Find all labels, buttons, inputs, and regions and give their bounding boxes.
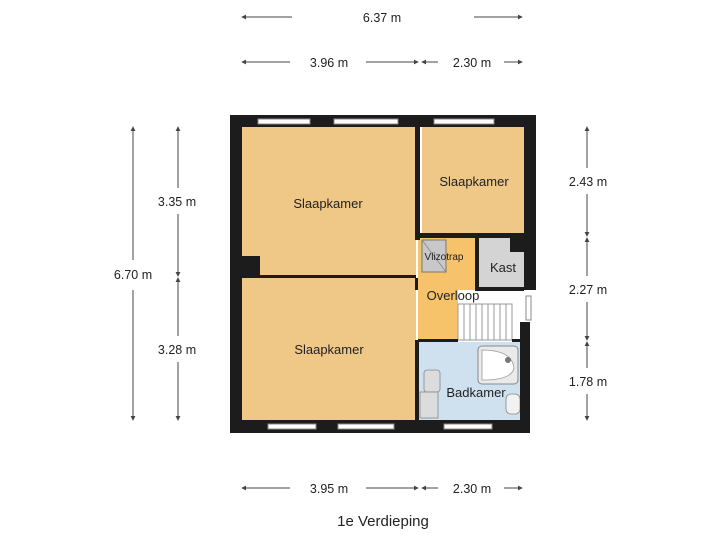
dimension-bottom-left: 3.95 m [241, 482, 419, 496]
wall-inner-vertical [415, 127, 420, 240]
dimension-left-lower: 3.28 m [158, 277, 196, 421]
kast-corner [510, 238, 524, 252]
dim-left-lower-label: 3.28 m [158, 343, 196, 357]
wall-inner-top-right-bottom [420, 233, 524, 238]
dim-top-right-label: 2.30 m [453, 56, 491, 70]
window-top-1 [257, 118, 311, 125]
dimension-left-upper: 3.35 m [158, 126, 196, 277]
dim-left-total-label: 6.70 m [114, 268, 152, 282]
wall-overloop-left [415, 278, 418, 290]
chimney [242, 256, 260, 275]
stairs [457, 303, 513, 341]
window-top-2 [333, 118, 399, 125]
label-badkamer: Badkamer [446, 385, 506, 400]
dimension-right-middle: 2.27 m [569, 237, 607, 341]
room-slaapkamer-top-left [242, 127, 416, 276]
toilet [505, 393, 521, 415]
dimension-top-right: 2.30 m [421, 56, 523, 70]
window-bottom-2 [337, 423, 395, 430]
label-slaapkamer-top-left: Slaapkamer [293, 196, 363, 211]
dimension-right-upper: 2.43 m [569, 126, 607, 237]
bathroom-cabinet [419, 391, 439, 419]
dim-left-upper-label: 3.35 m [158, 195, 196, 209]
window-bottom-3 [443, 423, 493, 430]
wall-bath-top-right [512, 339, 524, 342]
wall-kast-left [475, 238, 479, 290]
window-right [525, 295, 532, 321]
room-slaapkamer-top-right [422, 127, 524, 235]
dimension-right-lower: 1.78 m [569, 341, 607, 421]
room-slaapkamer-bottom [242, 278, 416, 420]
dimension-left-total: 6.70 m [114, 126, 152, 421]
sink [423, 369, 441, 393]
dim-right-middle-label: 2.27 m [569, 283, 607, 297]
floor-title: 1e Verdieping [337, 513, 429, 530]
wall-kast-bottom [475, 287, 524, 291]
wall-left [230, 115, 242, 433]
wall-bath-top [418, 339, 458, 342]
label-overloop: Overloop [427, 288, 480, 303]
window-bottom-1 [267, 423, 317, 430]
wall-right-lower [520, 322, 530, 433]
bathtub [477, 345, 519, 385]
label-slaapkamer-top-right: Slaapkamer [439, 174, 509, 189]
dimension-bottom-right: 2.30 m [421, 482, 523, 496]
dim-top-left-label: 3.96 m [310, 56, 348, 70]
dim-bottom-right-label: 2.30 m [453, 482, 491, 496]
label-kast: Kast [490, 260, 516, 275]
dim-bottom-left-label: 3.95 m [310, 482, 348, 496]
dimension-top-total: 6.37 m [241, 11, 523, 25]
dimension-top-left: 3.96 m [241, 56, 419, 70]
dim-right-lower-label: 1.78 m [569, 375, 607, 389]
wall-inner-vertical-lower [415, 340, 419, 420]
label-vlizotrap: Vlizotrap [425, 252, 464, 263]
label-slaapkamer-bottom: Slaapkamer [294, 342, 364, 357]
wall-right-upper [524, 115, 536, 290]
dim-top-total-label: 6.37 m [363, 11, 401, 25]
dim-right-upper-label: 2.43 m [569, 175, 607, 189]
window-top-3 [433, 118, 495, 125]
wall-inner-horizontal [242, 275, 416, 278]
